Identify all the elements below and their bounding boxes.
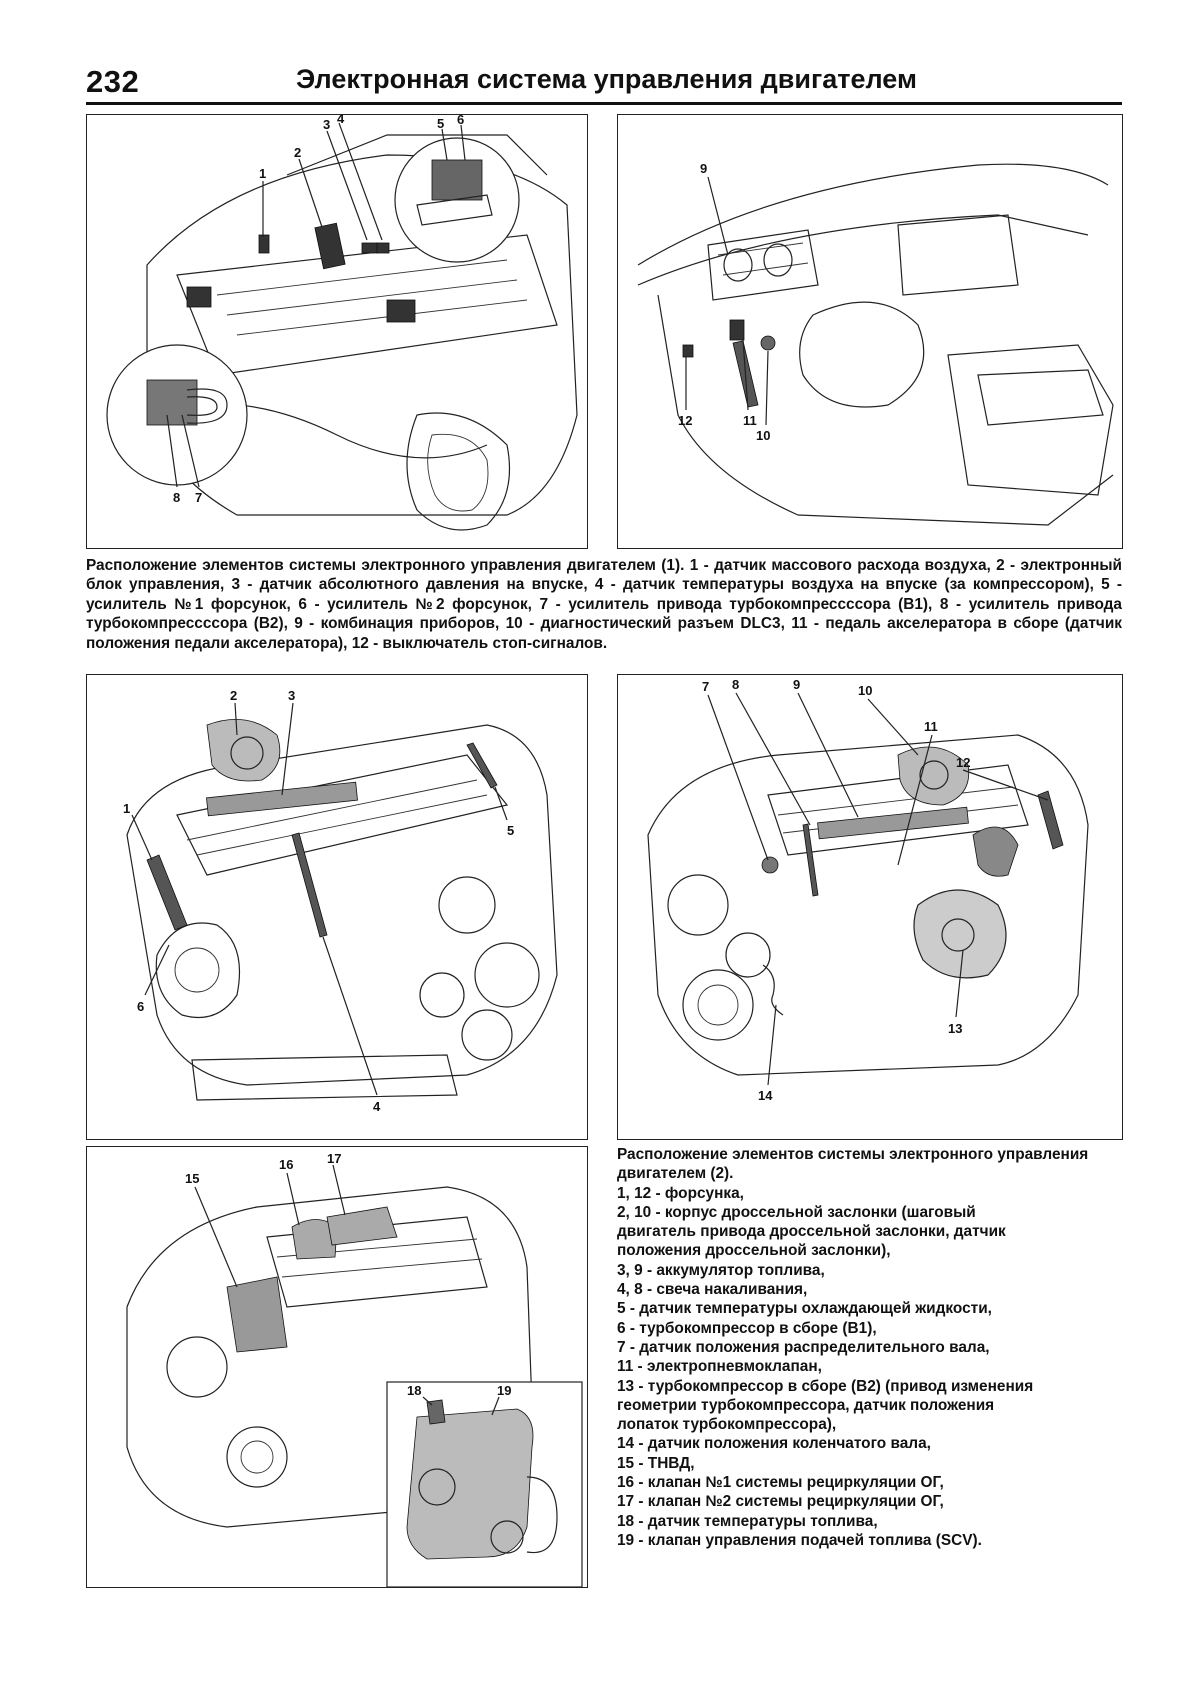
label-12: 12 bbox=[956, 755, 970, 770]
label-5: 5 bbox=[437, 116, 444, 131]
label-7: 7 bbox=[195, 490, 202, 505]
legend-item: 5 - датчик температуры охлаждающей жидко… bbox=[617, 1300, 992, 1318]
legend-item: 6 - турбокомпрессор в сборе (B1), bbox=[617, 1319, 877, 1337]
legend-item: геометрии турбокомпрессора, датчик полож… bbox=[617, 1396, 995, 1414]
label-1: 1 bbox=[259, 166, 266, 181]
label-3: 3 bbox=[288, 688, 295, 703]
legend-item: 4, 8 - свеча накаливания, bbox=[617, 1281, 808, 1299]
dashboard-drawing: 9 10 11 12 bbox=[637, 161, 1114, 526]
label-2: 2 bbox=[294, 145, 301, 160]
figure2-legend: Расположение элементов системы электронн… bbox=[617, 1145, 1127, 1550]
label-9: 9 bbox=[793, 677, 800, 692]
engine-bay-drawing: 1 2 3 4 5 6 7 8 bbox=[106, 115, 578, 531]
header-rule bbox=[86, 102, 1122, 105]
label-1: 1 bbox=[123, 801, 130, 816]
label-3: 3 bbox=[323, 117, 330, 132]
label-14: 14 bbox=[758, 1088, 773, 1103]
legend-item: двигатель привода дроссельной заслонки, … bbox=[617, 1223, 1006, 1241]
legend-item: 11 - электропневмоклапан, bbox=[617, 1358, 822, 1376]
legend-item: 13 - турбокомпрессор в сборе (B2) (приво… bbox=[617, 1377, 1034, 1395]
engine-right-drawing: 7 8 9 10 11 12 13 14 bbox=[647, 677, 1089, 1103]
label-10: 10 bbox=[858, 683, 872, 698]
figure1-caption: Расположение элементов системы электронн… bbox=[86, 557, 1122, 652]
engine-bay-illustration: 1 2 3 4 5 6 7 8 bbox=[86, 114, 588, 549]
legend-item: лопаток турбокомпрессора), bbox=[617, 1416, 837, 1434]
label-8: 8 bbox=[173, 490, 180, 505]
label-10: 10 bbox=[756, 428, 770, 443]
legend-item: 1, 12 - форсунка, bbox=[617, 1184, 744, 1202]
engine-left-illustration: 1 2 3 4 5 6 bbox=[86, 674, 588, 1140]
label-7: 7 bbox=[702, 679, 709, 694]
legend-item: 18 - датчик температуры топлива, bbox=[617, 1512, 878, 1530]
legend-item: 14 - датчик положения коленчатого вала, bbox=[617, 1435, 931, 1453]
fuel-pump-illustration: 15 16 17 18 19 bbox=[86, 1146, 588, 1588]
legend-title: Расположение элементов системы электронн… bbox=[617, 1146, 1089, 1183]
label-6: 6 bbox=[137, 999, 144, 1014]
label-11: 11 bbox=[743, 413, 757, 428]
label-4: 4 bbox=[373, 1099, 381, 1114]
label-2: 2 bbox=[230, 688, 237, 703]
engine-left-drawing: 1 2 3 4 5 6 bbox=[123, 688, 558, 1114]
label-6: 6 bbox=[457, 115, 464, 127]
label-13: 13 bbox=[948, 1021, 962, 1036]
legend-item: 15 - ТНВД, bbox=[617, 1454, 695, 1472]
label-15: 15 bbox=[185, 1171, 199, 1186]
page-number: 232 bbox=[86, 64, 140, 99]
dashboard-illustration: 9 10 11 12 bbox=[617, 114, 1123, 549]
legend-item: положения дроссельной заслонки), bbox=[617, 1242, 891, 1260]
fuel-pump-drawing: 15 16 17 18 19 bbox=[126, 1151, 583, 1587]
legend-item: 3, 9 - аккумулятор топлива, bbox=[617, 1261, 825, 1279]
label-9: 9 bbox=[700, 161, 707, 176]
label-16: 16 bbox=[279, 1157, 293, 1172]
label-12: 12 bbox=[678, 413, 692, 428]
label-18: 18 bbox=[407, 1383, 421, 1398]
legend-item: 16 - клапан №1 системы рециркуляции ОГ, bbox=[617, 1474, 944, 1492]
legend-item: 7 - датчик положения распределительного … bbox=[617, 1338, 990, 1356]
legend-item: 2, 10 - корпус дроссельной заслонки (шаг… bbox=[617, 1203, 976, 1221]
legend-item: 17 - клапан №2 системы рециркуляции ОГ, bbox=[617, 1493, 944, 1511]
label-17: 17 bbox=[327, 1151, 341, 1166]
engine-right-illustration: 7 8 9 10 11 12 13 14 bbox=[617, 674, 1123, 1140]
label-19: 19 bbox=[497, 1383, 511, 1398]
label-5: 5 bbox=[507, 823, 514, 838]
label-8: 8 bbox=[732, 677, 739, 692]
page-title: Электронная система управления двигателе… bbox=[296, 64, 917, 94]
legend-item: 19 - клапан управления подачей топлива (… bbox=[617, 1531, 982, 1549]
legend-items: 1, 12 - форсунка,2, 10 - корпус дроссель… bbox=[617, 1184, 1127, 1551]
label-4: 4 bbox=[337, 115, 345, 126]
label-11: 11 bbox=[924, 719, 938, 734]
